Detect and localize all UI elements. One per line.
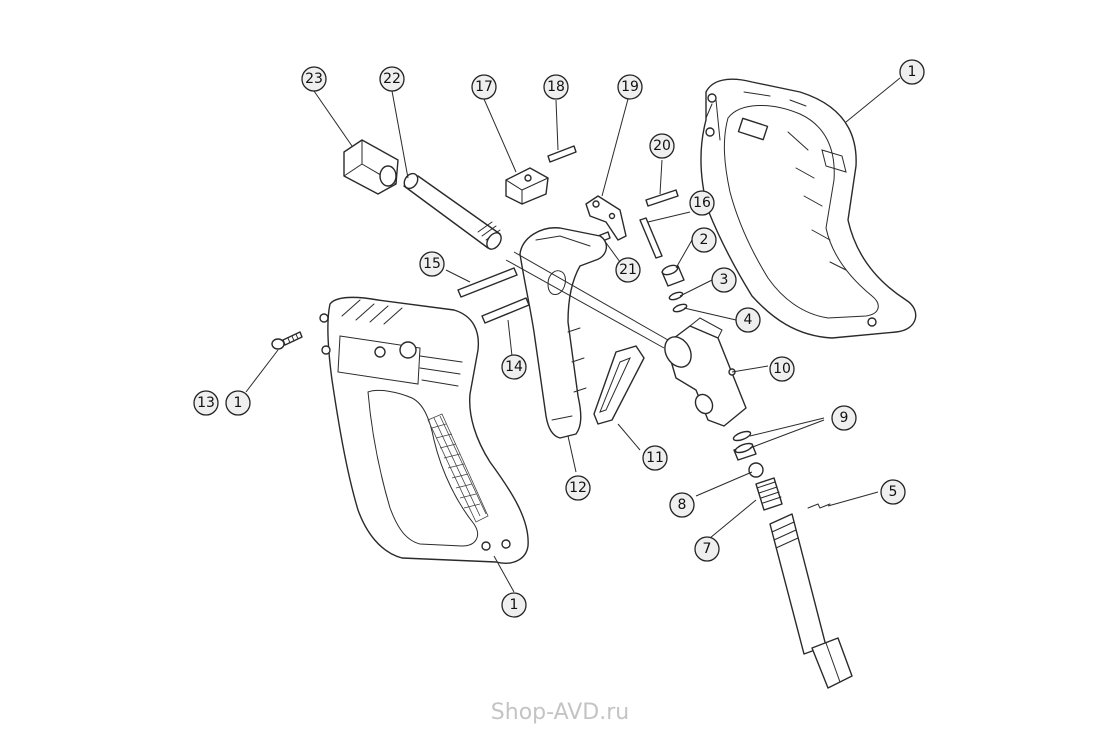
svg-text:21: 21 — [619, 262, 637, 278]
svg-text:5: 5 — [889, 484, 898, 500]
part-12-trigger — [519, 227, 607, 439]
svg-text:9: 9 — [840, 410, 849, 426]
svg-text:8: 8 — [678, 497, 687, 513]
part-15-pin — [457, 267, 518, 298]
svg-text:16: 16 — [693, 195, 711, 211]
callout-5: 5 — [880, 479, 906, 505]
svg-text:14: 14 — [505, 359, 523, 375]
callout-1-top: 1 — [899, 59, 925, 85]
part-16-pin — [639, 217, 663, 259]
part-13-screw — [271, 331, 303, 350]
callout-1-left: 1 — [225, 390, 251, 416]
callout-14: 14 — [501, 354, 527, 380]
part-22-tube — [403, 172, 502, 250]
leader-lines — [245, 77, 901, 593]
svg-text:13: 13 — [197, 395, 215, 411]
svg-text:10: 10 — [773, 361, 791, 377]
part-housing-left — [319, 296, 529, 564]
svg-text:1: 1 — [510, 597, 519, 613]
callout-13: 13 — [193, 390, 219, 416]
svg-text:1: 1 — [234, 395, 243, 411]
part-11-guard — [593, 345, 645, 425]
part-outlet-tube — [769, 513, 853, 689]
callout-7: 7 — [694, 536, 720, 562]
watermark: Shop-AVD.ru — [490, 700, 630, 725]
part-4-oring — [672, 303, 688, 313]
callout-12: 12 — [565, 475, 591, 501]
part-8-ball — [748, 462, 764, 478]
callout-18: 18 — [543, 74, 569, 100]
callout-2: 2 — [691, 227, 717, 253]
callout-15: 15 — [419, 251, 445, 277]
svg-text:23: 23 — [305, 71, 323, 87]
svg-text:22: 22 — [383, 71, 401, 87]
part-19-lever — [585, 195, 627, 241]
part-5-pin — [807, 503, 831, 509]
part-9-seals — [732, 430, 757, 461]
callout-22: 22 — [379, 66, 405, 92]
part-17-clip — [505, 167, 549, 205]
construction-lines — [505, 251, 669, 349]
part-7-spring — [755, 477, 783, 511]
part-18-pin — [547, 145, 577, 163]
svg-text:7: 7 — [703, 541, 712, 557]
callout-16: 16 — [689, 190, 715, 216]
svg-text:20: 20 — [653, 138, 671, 154]
callout-10: 10 — [769, 356, 795, 382]
callout-4: 4 — [735, 307, 761, 333]
callout-23: 23 — [301, 66, 327, 92]
svg-text:17: 17 — [475, 79, 493, 95]
part-3-oring — [668, 291, 684, 301]
svg-text:3: 3 — [720, 272, 729, 288]
callout-20: 20 — [649, 133, 675, 159]
svg-text:1: 1 — [908, 64, 917, 80]
callout-3: 3 — [711, 267, 737, 293]
callout-19: 19 — [617, 74, 643, 100]
callout-21: 21 — [615, 257, 641, 283]
part-23-nut — [343, 139, 399, 195]
svg-text:18: 18 — [547, 79, 565, 95]
part-20-pin — [645, 189, 679, 207]
svg-text:19: 19 — [621, 79, 639, 95]
callout-9: 9 — [831, 405, 857, 431]
svg-text:12: 12 — [569, 480, 587, 496]
svg-text:2: 2 — [700, 232, 709, 248]
part-14-pin — [481, 297, 530, 324]
svg-text:11: 11 — [646, 450, 664, 466]
part-2-plug — [661, 264, 685, 287]
callout-11: 11 — [642, 445, 668, 471]
part-housing-right — [700, 78, 917, 339]
svg-text:4: 4 — [744, 312, 753, 328]
callout-17: 17 — [471, 74, 497, 100]
callout-1-bottom: 1 — [501, 592, 527, 618]
part-10-valve-body — [664, 317, 747, 427]
callout-8: 8 — [669, 492, 695, 518]
svg-text:15: 15 — [423, 256, 441, 272]
